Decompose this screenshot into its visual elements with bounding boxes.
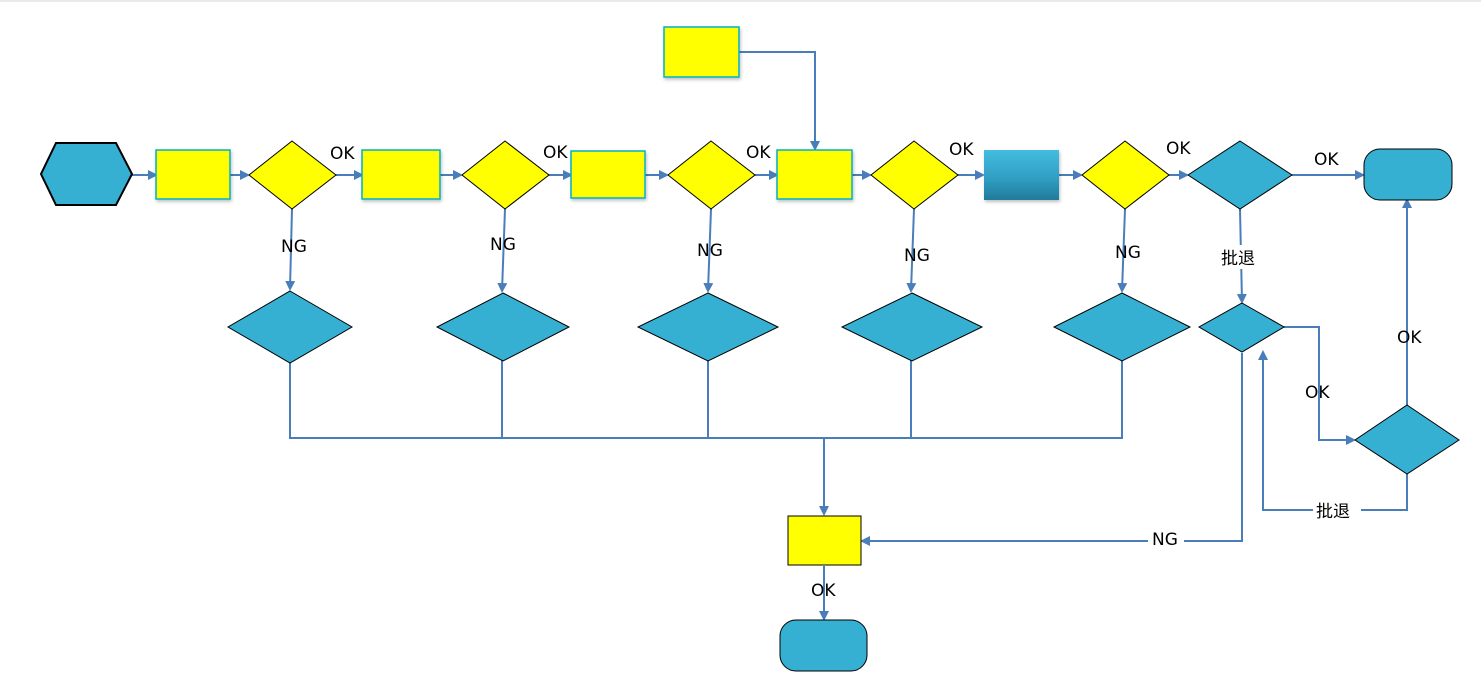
ng-decision-5 — [1052, 292, 1192, 362]
connector-d5-ng — [1117, 208, 1128, 293]
connector-d7-ok — [1284, 326, 1356, 445]
label-ng-d3: NG — [697, 241, 723, 261]
end-terminal-right — [1363, 148, 1453, 201]
start-hexagon — [39, 142, 134, 206]
label-bg-reject-bottom — [1313, 498, 1361, 522]
label-ng-d1: NG — [281, 237, 307, 257]
process-step-4 — [776, 149, 853, 200]
decision-yellow-group — [248, 140, 1170, 210]
decision-blue-group — [227, 140, 1460, 475]
decision-5 — [1081, 140, 1170, 210]
top-input-box — [663, 26, 740, 78]
label-ng-d2: NG — [490, 235, 516, 255]
label-ok-d5: OK — [1166, 139, 1191, 159]
ng-decision-1 — [227, 290, 353, 364]
decision-7 — [1197, 302, 1285, 353]
connector-d3-ng — [703, 208, 714, 293]
connector-d4-ng — [906, 208, 917, 293]
label-reject-d6: 批退 — [1221, 249, 1255, 269]
label-ok-rework: OK — [811, 581, 836, 601]
labels: OK OK OK OK OK OK NG NG NG NG NG 批退 OK O… — [281, 139, 1422, 601]
process-step-5 — [984, 150, 1059, 200]
label-ng-d7: NG — [1152, 530, 1178, 550]
decision-8 — [1354, 404, 1460, 475]
decision-1 — [248, 140, 337, 210]
label-ok-d7: OK — [1305, 383, 1330, 403]
decision-2 — [461, 140, 550, 210]
label-ok-d8: OK — [1397, 328, 1422, 348]
connector-d1-ng — [285, 208, 296, 291]
process-step-2 — [361, 149, 441, 200]
rework-box — [787, 515, 862, 566]
label-bg-reject-mid — [1218, 245, 1266, 269]
label-ok-d4: OK — [949, 140, 974, 160]
label-bg-ng-bottom — [1148, 530, 1184, 552]
ng-decision-2 — [435, 292, 571, 362]
label-ok-d1: OK — [330, 144, 355, 164]
ng-decision-3 — [636, 292, 780, 362]
label-ok-d2: OK — [543, 143, 568, 163]
process-step-1 — [155, 149, 231, 200]
connector-d2-ng — [497, 208, 508, 293]
connector-collector-bus — [289, 360, 1123, 439]
label-ng-d5: NG — [1115, 243, 1141, 263]
connector-top-input-to-p4 — [739, 51, 820, 151]
label-ok-d6: OK — [1314, 150, 1339, 170]
end-terminal-bottom — [779, 619, 868, 672]
decision-4 — [870, 140, 959, 210]
process-step-3 — [570, 150, 646, 199]
label-ng-d4: NG — [904, 246, 930, 266]
decision-3 — [667, 140, 756, 210]
label-reject-d8: 批退 — [1316, 502, 1350, 522]
connector-d7-ng — [860, 353, 1243, 546]
decision-6 — [1187, 140, 1293, 210]
top-border — [0, 0, 1481, 2]
process-boxes — [155, 26, 853, 200]
label-ok-d3: OK — [746, 143, 771, 163]
ng-decision-4 — [840, 292, 984, 362]
